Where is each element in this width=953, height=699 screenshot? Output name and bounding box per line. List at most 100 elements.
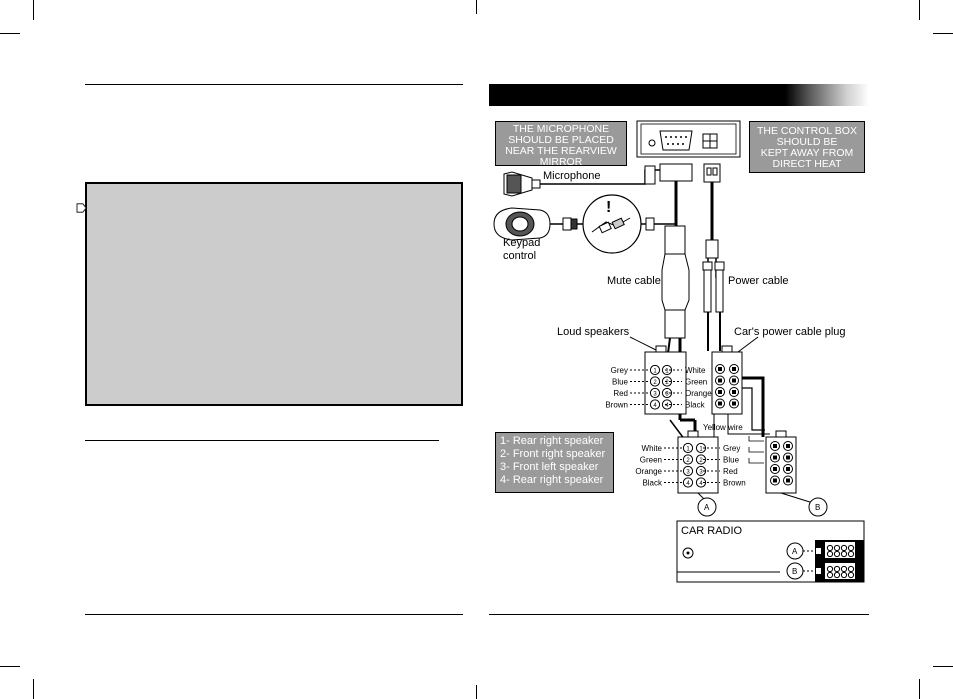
power-plug-pin-core (718, 378, 722, 383)
wire-color-label: Orange (635, 467, 662, 476)
radio-b-pin-core (786, 444, 790, 448)
power-plug-pin-core (718, 401, 722, 406)
warning-mark: ! (606, 199, 611, 216)
keypad-control-icon (493, 207, 551, 241)
radio-marker-b-text: B (792, 567, 797, 576)
radio-a-pin (682, 442, 694, 454)
radio-connector-b-pins (770, 441, 793, 486)
callout-line: KEPT AWAY FROM (760, 147, 854, 159)
radio-socket-pin (833, 550, 841, 558)
radio-socket-pin (840, 565, 848, 573)
car-radio-unit: CAR RADIO (676, 520, 865, 583)
speaker-pin-number: 4 (653, 403, 657, 409)
radio-socket-pin (840, 550, 848, 558)
radio-b-pin-core (773, 467, 777, 471)
crop-mark (933, 33, 953, 34)
radio-socket-pin (847, 565, 855, 573)
radio-b-pin-core (786, 455, 790, 460)
radio-marker-a-text: A (792, 547, 798, 556)
microphone-icon (503, 171, 541, 197)
radio-b-pin-core (773, 455, 777, 460)
crop-mark (919, 679, 920, 699)
radio-socket-pin (826, 544, 834, 552)
crop-mark (33, 679, 34, 699)
radio-socket-pin (826, 565, 834, 573)
marker-b: B (808, 497, 828, 517)
keypad-label-line1: Keypad (503, 237, 540, 249)
speaker-pin-number: 2 (665, 380, 669, 386)
wire-color-label: White (642, 444, 663, 453)
speaker-pin-number: 3 (653, 392, 657, 398)
callout-line: NEAR THE REARVIEW (505, 145, 617, 157)
power-connector (703, 163, 721, 183)
radio-a-pin (695, 442, 707, 454)
radio-a-pin (682, 454, 694, 465)
marker-a-text: A (704, 503, 710, 512)
legend-item: 1- Rear right speaker (500, 435, 604, 447)
microphone-label: Microphone (543, 170, 600, 182)
power-plug-pin-core (718, 367, 722, 371)
legend-item: 4- Rear right speaker (500, 474, 604, 486)
radio-socket-pin (826, 550, 834, 558)
power-plug-pin-core (718, 390, 722, 394)
wire-color-label: Orange (685, 389, 712, 398)
speaker-pin (649, 399, 661, 410)
radio-socket-pin (840, 571, 848, 579)
wire-color-label: Brown (723, 479, 746, 488)
power-cable-label: Power cable (728, 275, 789, 287)
crop-mark (919, 0, 920, 20)
wire-color-label: Black (685, 401, 706, 410)
power-plug-pins (715, 364, 739, 409)
wire-color-label: Red (613, 389, 628, 398)
speaker-pin-number: 2 (653, 380, 657, 386)
radio-socket-pin (847, 544, 855, 552)
mute-cable-harness (661, 225, 690, 339)
callout-line: SHOULD BE (776, 136, 838, 148)
radio-b-pin-core (786, 478, 790, 483)
crop-mark (476, 0, 477, 14)
wire-color-label: Blue (723, 456, 740, 465)
left-bottom-rule (85, 614, 463, 615)
radio-socket-pin (833, 544, 841, 552)
wire-color-label: Green (685, 378, 707, 387)
radio-a-pin-number: 1 (699, 447, 703, 453)
speaker-pin-number: 4 (665, 403, 669, 409)
speaker-pin (649, 364, 661, 376)
radio-a-pin-number: 3 (686, 470, 690, 476)
wire-color-label: Brown (605, 401, 628, 410)
right-bottom-rule (489, 614, 869, 615)
speaker-pin-number: 1 (665, 369, 669, 375)
wire-color-label: White (685, 366, 706, 375)
radio-a-pin (682, 477, 694, 488)
radio-b-pin-core (773, 444, 777, 448)
radio-a-pin (682, 465, 694, 477)
radio-a-pin (695, 454, 707, 465)
wire-color-label: Red (723, 467, 738, 476)
radio-a-pin (695, 477, 707, 488)
radio-marker-a: A (786, 542, 804, 560)
callout-line: SHOULD BE PLACED (508, 134, 614, 146)
wire-color-label: Blue (612, 378, 629, 387)
speaker-pin-number: 1 (653, 369, 657, 375)
radio-socket-pin (847, 571, 855, 579)
loud-speakers-label: Loud speakers (557, 326, 630, 338)
keypad-label-line2: control (503, 250, 536, 262)
note-box (85, 182, 463, 406)
radio-b-pin-core (773, 478, 777, 483)
marker-a: A (697, 497, 717, 517)
radio-a-pin-number: 4 (699, 481, 703, 487)
power-plug-pin-core (732, 390, 736, 394)
wire-color-label: Green (640, 456, 662, 465)
control-box-heat-callout: THE CONTROL BOX SHOULD BE KEPT AWAY FROM… (749, 121, 865, 173)
crop-mark (0, 33, 20, 34)
speaker-legend: 1- Rear right speaker 2- Front right spe… (495, 432, 614, 493)
legend-item: 3- Front left speaker (500, 461, 599, 473)
power-plug-label: Car's power cable plug (734, 326, 846, 338)
connector-b-tabs (748, 436, 764, 464)
callout-line: MIRROR (539, 156, 583, 168)
power-plug-pin-core (732, 367, 736, 371)
